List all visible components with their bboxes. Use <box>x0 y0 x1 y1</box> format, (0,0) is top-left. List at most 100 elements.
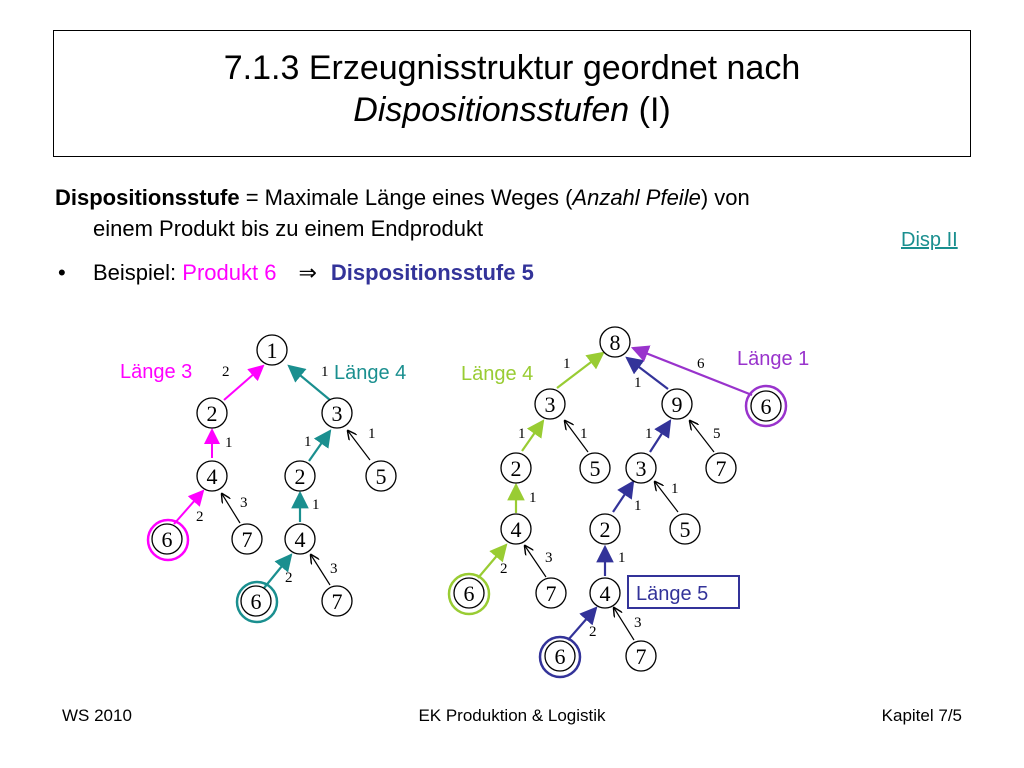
edge-weight: 1 <box>529 490 537 506</box>
node-label: 4 <box>295 527 306 552</box>
edge-6-to-8 <box>630 345 753 397</box>
node <box>599 326 631 358</box>
edge-weight: 2 <box>222 364 230 380</box>
node <box>321 397 353 429</box>
node <box>661 388 693 420</box>
node-label: 6 <box>251 589 262 614</box>
edge-weight: 1 <box>618 550 626 566</box>
node-label: 3 <box>332 401 343 426</box>
length-5-box <box>627 575 740 609</box>
edge-9-to-8 <box>625 356 669 390</box>
node-label: 6 <box>555 644 566 669</box>
node-label: 6 <box>761 394 772 419</box>
definition-italic: Anzahl Pfeile <box>572 185 701 210</box>
node <box>151 523 183 555</box>
node-label: 7 <box>332 589 343 614</box>
edge-weight: 3 <box>634 615 642 631</box>
node-label: 9 <box>672 392 683 417</box>
edge-7-to-9 <box>690 421 715 453</box>
highlight-ring <box>235 580 279 624</box>
edge-5-to-3 <box>565 421 589 453</box>
edge-weight: 3 <box>545 550 553 566</box>
definition-text2: ) von <box>700 185 750 210</box>
edge-3-to-9 <box>649 419 672 453</box>
node-label: 5 <box>590 456 601 481</box>
edge-weight: 1 <box>368 426 376 442</box>
example-bullet: •Beispiel: Produkt 6⇒Dispositionsstufe 5 <box>58 258 534 288</box>
node-label: 7 <box>242 527 253 552</box>
footer-left: WS 2010 <box>62 706 132 725</box>
edge-6-to-4 <box>173 489 205 525</box>
edge-6-to-4b <box>263 553 293 589</box>
footer-right: Kapitel 7/5 <box>881 706 962 725</box>
node <box>669 513 701 545</box>
node <box>321 585 353 617</box>
edge-weight: 2 <box>500 561 508 577</box>
definition-text1: = Maximale Länge eines Weges ( <box>239 185 573 210</box>
edge-2-to-1 <box>223 364 265 401</box>
node-label: 4 <box>511 517 522 542</box>
edge-5-to-3b <box>655 482 679 513</box>
title-box: 7.1.3 Erzeugnisstruktur geordnet nach Di… <box>53 30 971 157</box>
edge-6-to-4c <box>567 606 598 641</box>
node <box>589 577 621 609</box>
node <box>705 452 737 484</box>
node-label: 7 <box>636 644 647 669</box>
highlight-ring <box>146 518 190 562</box>
node-label: 3 <box>545 392 556 417</box>
edge-7-to-4b <box>311 555 331 586</box>
node-label: 2 <box>295 464 306 489</box>
node-label: 4 <box>207 464 218 489</box>
edge-2-to-3 <box>308 429 332 462</box>
node <box>750 390 782 422</box>
edge-weight: 1 <box>634 498 642 514</box>
length-label: Länge 4 <box>461 363 533 385</box>
edge-2-to-3 <box>521 419 545 452</box>
page-title-line2: Dispositionsstufen (I) <box>54 91 970 130</box>
node <box>534 388 566 420</box>
node-label: 2 <box>511 456 522 481</box>
disp-ii-link[interactable]: Disp II <box>901 229 958 251</box>
example-result: Dispositionsstufe 5 <box>330 260 534 285</box>
node <box>500 513 532 545</box>
node-label: 5 <box>680 517 691 542</box>
node-label: 1 <box>267 338 278 363</box>
edge-7-to-4 <box>222 494 241 524</box>
node <box>544 640 576 672</box>
edge-weight: 1 <box>225 435 233 451</box>
length-label: Länge 4 <box>334 362 406 384</box>
highlight-ring <box>447 572 491 616</box>
definition-continuation: einem Produkt bis zu einem Endprodukt <box>93 216 484 241</box>
edge-weight: 2 <box>196 509 204 525</box>
page-title-line1: 7.1.3 Erzeugnisstruktur geordnet nach <box>223 49 801 87</box>
node-label: 2 <box>207 401 218 426</box>
node <box>231 523 263 555</box>
length-label: Länge 5 <box>636 583 708 605</box>
edge-weight: 3 <box>330 561 338 577</box>
title-italic: Dispositionsstufen <box>353 91 630 129</box>
node-label: 8 <box>610 330 621 355</box>
highlight-ring <box>744 384 788 428</box>
node <box>453 577 485 609</box>
node <box>196 397 228 429</box>
edge-3-to-1 <box>287 364 331 401</box>
edge-weight: 1 <box>312 497 320 513</box>
node <box>256 334 288 366</box>
example-product: Produkt 6 <box>182 260 277 285</box>
edge-weight: 1 <box>645 426 653 442</box>
node <box>240 585 272 617</box>
edge-weight: 1 <box>304 434 312 450</box>
title-rest: (I) <box>629 91 671 129</box>
edge-weight: 1 <box>671 481 679 497</box>
node-label: 5 <box>376 464 387 489</box>
node <box>579 452 611 484</box>
footer-center: EK Produktion & Logistik <box>418 706 606 725</box>
node-label: 6 <box>464 581 475 606</box>
edge-weight: 5 <box>713 426 721 442</box>
edge-weight: 1 <box>321 364 329 380</box>
edge-7-to-4 <box>525 546 547 578</box>
node-label: 2 <box>600 517 611 542</box>
edge-weight: 1 <box>580 426 588 442</box>
edge-weight: 2 <box>285 570 293 586</box>
